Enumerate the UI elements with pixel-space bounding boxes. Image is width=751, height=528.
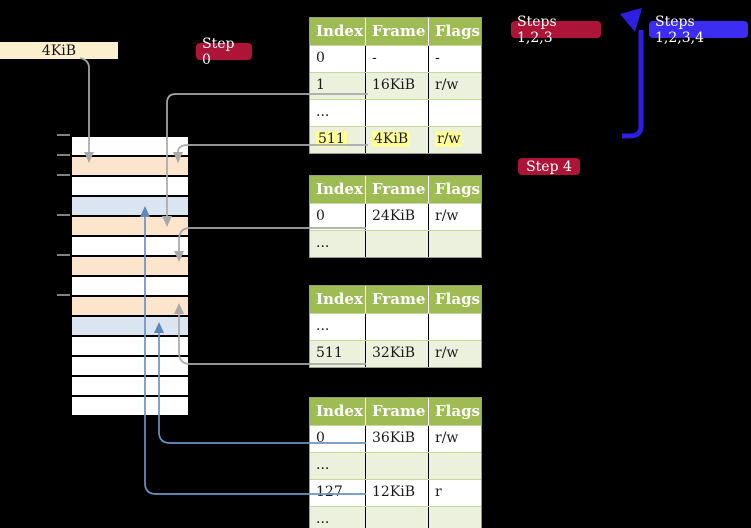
address-tick: [57, 254, 70, 256]
table-cell: ...: [310, 100, 366, 126]
table-cell: [366, 314, 429, 340]
header-cell: Frame: [366, 176, 429, 203]
page-table-third: Index Frame Flags ... 511 32KiB r/w: [309, 285, 482, 368]
table-cell: r/w: [435, 77, 459, 93]
table-cell: ...: [310, 507, 366, 528]
table-cell: [366, 100, 429, 126]
frame-size-box: 4KiB: [0, 42, 118, 59]
memory-row-page: [72, 197, 188, 215]
table-row: ...: [310, 506, 481, 528]
table-header-row: Index Frame Flags: [310, 398, 481, 425]
table-cell: 12KiB: [366, 480, 429, 506]
table-cell: r/w: [435, 208, 459, 224]
table-cell: [366, 453, 429, 479]
memory-row-empty: [72, 337, 188, 355]
header-cell: Frame: [366, 18, 429, 45]
table-cell: 24KiB: [366, 204, 429, 230]
page-table-second: Index Frame Flags 0 24KiB r/w ...: [309, 175, 482, 258]
table-cell: [366, 507, 429, 528]
memory-row-page: [72, 317, 188, 335]
table-cell: [429, 231, 481, 257]
memory-row-page-table: [72, 157, 188, 175]
memory-row-empty: [72, 397, 188, 415]
highlight-mark: 4KiB: [372, 131, 411, 147]
table-cell: 4KiB: [366, 127, 429, 153]
table-cell: r/w: [435, 345, 459, 361]
table-cell: r: [435, 484, 442, 500]
header-cell: Flags: [435, 290, 480, 308]
table-cell: 511: [310, 127, 366, 153]
table-cell: 0: [310, 426, 366, 452]
table-row-highlighted: 511 4KiB r/w: [310, 126, 481, 153]
table-cell: [366, 231, 429, 257]
table-row: ...: [310, 99, 481, 126]
address-tick: [57, 294, 70, 296]
table-row: ...: [310, 313, 481, 340]
page-table-fourth: Index Frame Flags 0 36KiB r/w ... 127 12…: [309, 397, 482, 528]
table-row: 1 16KiB r/w: [310, 72, 481, 99]
table-cell: [429, 507, 481, 528]
header-cell: Index: [310, 176, 366, 203]
table-cell: ...: [310, 314, 366, 340]
table-cell: 0: [310, 204, 366, 230]
highlight-mark: 511: [316, 131, 347, 147]
step4-label: Step 4: [518, 158, 580, 175]
table-cell: [429, 314, 481, 340]
header-cell: Flags: [435, 22, 480, 40]
memory-row-page-table: [72, 217, 188, 235]
table-cell: ...: [310, 453, 366, 479]
table-cell: r/w: [435, 430, 459, 446]
table-row: 0 24KiB r/w: [310, 203, 481, 230]
table-row: ...: [310, 452, 481, 479]
flow-arrow-head: [620, 8, 642, 32]
steps1234-label: Steps 1,2,3,4: [649, 14, 748, 46]
header-cell: Flags: [435, 402, 480, 420]
table-row: 0 36KiB r/w: [310, 425, 481, 452]
physical-memory-column: [70, 135, 190, 417]
memory-row-empty: [72, 377, 188, 395]
highlight-mark: r/w: [435, 131, 463, 147]
header-cell: Index: [310, 18, 366, 45]
address-tick: [57, 174, 70, 176]
table-header-row: Index Frame Flags: [310, 18, 481, 45]
memory-row-page-table: [72, 297, 188, 315]
table-cell: ...: [310, 231, 366, 257]
header-cell: Flags: [435, 180, 480, 198]
table-row: 127 12KiB r: [310, 479, 481, 506]
table-cell: r/w: [429, 127, 481, 153]
memory-row-empty: [72, 177, 188, 195]
address-tick: [57, 154, 70, 156]
table-cell: 511: [310, 341, 366, 367]
memory-row-page-table: [72, 257, 188, 275]
header-cell: Frame: [366, 398, 429, 425]
steps123-label: Steps 1,2,3: [511, 14, 601, 46]
page-table-top: Index Frame Flags 0 - - 1 16KiB r/w ... …: [309, 17, 482, 154]
table-cell: [429, 453, 481, 479]
header-cell: Index: [310, 398, 366, 425]
table-cell: 1: [310, 73, 366, 99]
table-cell: 36KiB: [366, 426, 429, 452]
memory-row-empty: [72, 277, 188, 295]
table-cell: 0: [310, 46, 366, 72]
table-row: 511 32KiB r/w: [310, 340, 481, 367]
table-cell: [429, 100, 481, 126]
address-tick: [57, 134, 70, 136]
table-row: 0 - -: [310, 45, 481, 72]
header-cell: Index: [310, 286, 366, 313]
memory-row-empty: [72, 237, 188, 255]
table-cell: -: [435, 50, 440, 66]
memory-row-empty: [72, 357, 188, 375]
memory-row-empty: [72, 137, 188, 155]
table-cell: -: [366, 46, 429, 72]
table-header-row: Index Frame Flags: [310, 176, 481, 203]
header-cell: Frame: [366, 286, 429, 313]
table-cell: 32KiB: [366, 341, 429, 367]
table-header-row: Index Frame Flags: [310, 286, 481, 313]
table-cell: 16KiB: [366, 73, 429, 99]
table-cell: 127: [310, 480, 366, 506]
flow-arrow-shaft: [622, 30, 644, 139]
table-row: ...: [310, 230, 481, 257]
address-tick: [57, 214, 70, 216]
step0-label: Step 0: [196, 36, 252, 68]
